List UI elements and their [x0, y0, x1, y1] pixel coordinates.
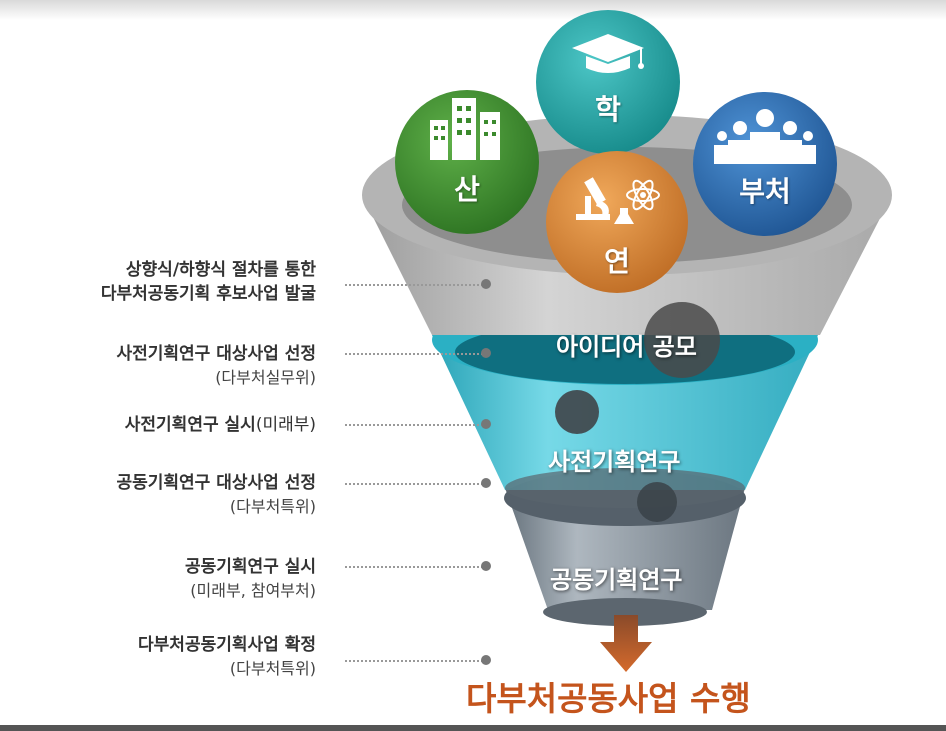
connector-dot-2 [481, 348, 491, 358]
research-label: 연 [604, 245, 630, 278]
academia-label: 학 [595, 93, 621, 126]
connector-1 [345, 284, 483, 286]
top-shadow-bar [0, 0, 946, 20]
step-3: 사전기획연구 실시(미래부) [125, 413, 316, 437]
step-1: 상향식/하향식 절차를 통한 다부처공동기획 후보사업 발굴 [101, 258, 316, 306]
down-arrow-icon [600, 615, 652, 672]
step-5-sub: (미래부, 참여부처) [190, 581, 316, 600]
connector-2 [345, 353, 483, 355]
connector-4 [345, 483, 483, 485]
graduation-cap-icon [572, 34, 644, 73]
stage-label-idea: 아이디어 공모 [556, 333, 697, 361]
academia-circle [536, 10, 680, 154]
step-4: 공동기획연구 대상사업 선정 (다부처특위) [116, 471, 316, 519]
step-6-sub: (다부처특위) [229, 659, 316, 678]
connector-dot-5 [481, 561, 491, 571]
people-icon [714, 109, 816, 164]
step-2: 사전기획연구 대상사업 선정 (다부처실무위) [116, 342, 316, 390]
step-5: 공동기획연구 실시 (미래부, 참여부처) [185, 555, 316, 603]
bottom-bar [0, 725, 946, 731]
step-3-main: 사전기획연구 실시 [124, 415, 256, 435]
connector-dot-6 [481, 655, 491, 665]
stage-label-joint-planning: 공동기획연구 [550, 566, 683, 594]
step-2-sub: (다부처실무위) [215, 368, 316, 387]
building-icon [430, 98, 500, 160]
final-outcome-label: 다부처공동사업 수행 [466, 679, 751, 718]
connector-dot-4 [481, 478, 491, 488]
step-4-main: 공동기획연구 대상사업 선정 [116, 473, 316, 493]
step-6-main: 다부처공동기획사업 확정 [138, 635, 316, 655]
connector-5 [345, 566, 483, 568]
connector-dot-3 [481, 419, 491, 429]
ministry-label: 부처 [739, 175, 791, 208]
connector-6 [345, 660, 483, 662]
stage-label-pre-planning: 사전기획연구 [548, 448, 681, 476]
step-1-line2: 다부처공동기획 후보사업 발굴 [100, 284, 316, 304]
step-2-main: 사전기획연구 대상사업 선정 [116, 344, 316, 364]
step-5-main: 공동기획연구 실시 [184, 557, 316, 577]
connector-3 [345, 424, 483, 426]
step-3-main-wrap: 사전기획연구 실시(미래부) [125, 413, 316, 437]
step-6: 다부처공동기획사업 확정 (다부처특위) [138, 633, 316, 681]
industry-label: 산 [454, 173, 480, 206]
step-4-sub: (다부처특위) [229, 497, 316, 516]
step-3-paren: (미래부) [255, 415, 316, 435]
step-1-line1: 상향식/하향식 절차를 통한 [125, 260, 316, 280]
connector-dot-1 [481, 279, 491, 289]
microscope-icon [576, 177, 660, 224]
